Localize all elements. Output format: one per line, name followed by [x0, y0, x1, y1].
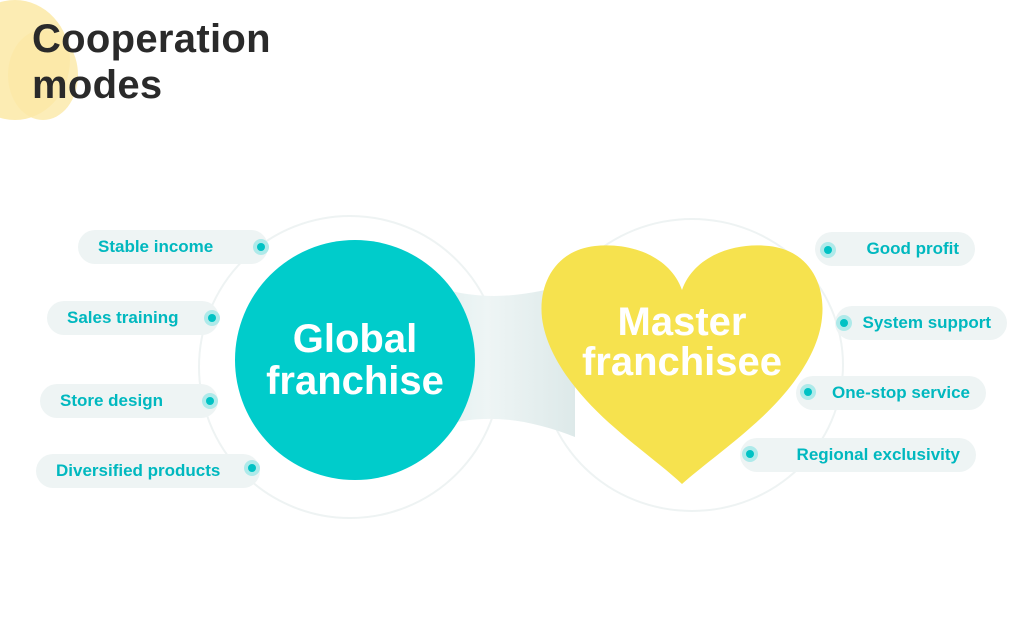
feature-label: One-stop service	[832, 383, 970, 402]
feature-pill-stable-income: Stable income	[78, 230, 268, 264]
master-franchisee-label: Master franchisee	[581, 300, 783, 384]
global-franchise-label: Global franchise	[266, 317, 444, 403]
feature-pill-diversified-products: Diversified products	[36, 454, 260, 488]
feature-pill-regional-exclusivity: Regional exclusivity	[740, 438, 976, 472]
feature-label: Stable income	[98, 237, 214, 256]
page-title: Cooperation modes	[32, 17, 271, 107]
bullet-dot-icon	[204, 310, 220, 326]
master-franchisee-heart: Master franchisee	[535, 238, 835, 488]
feature-label: Diversified products	[56, 461, 221, 480]
feature-label: System support	[862, 313, 991, 332]
feature-pill-sales-training: Sales training	[47, 301, 219, 335]
bullet-dot-icon	[836, 315, 852, 331]
bullet-dot-icon	[244, 460, 260, 476]
heart-shape	[541, 245, 823, 484]
feature-label: Regional exclusivity	[796, 445, 960, 464]
feature-pill-system-support: System support	[835, 306, 1007, 340]
bullet-dot-icon	[800, 384, 816, 400]
bullet-dot-icon	[820, 242, 836, 258]
bullet-dot-icon	[202, 393, 218, 409]
bullet-dot-icon	[253, 239, 269, 255]
decorative-blob-secondary	[8, 30, 78, 120]
feature-label: Sales training	[67, 308, 179, 327]
feature-label: Store design	[60, 391, 163, 410]
feature-pill-good-profit: Good profit	[815, 232, 975, 266]
feature-pill-one-stop-service: One-stop service	[796, 376, 986, 410]
global-franchise-circle: Global franchise	[235, 240, 475, 480]
feature-label: Good profit	[866, 239, 959, 258]
feature-pill-store-design: Store design	[40, 384, 218, 418]
bullet-dot-icon	[742, 446, 758, 462]
